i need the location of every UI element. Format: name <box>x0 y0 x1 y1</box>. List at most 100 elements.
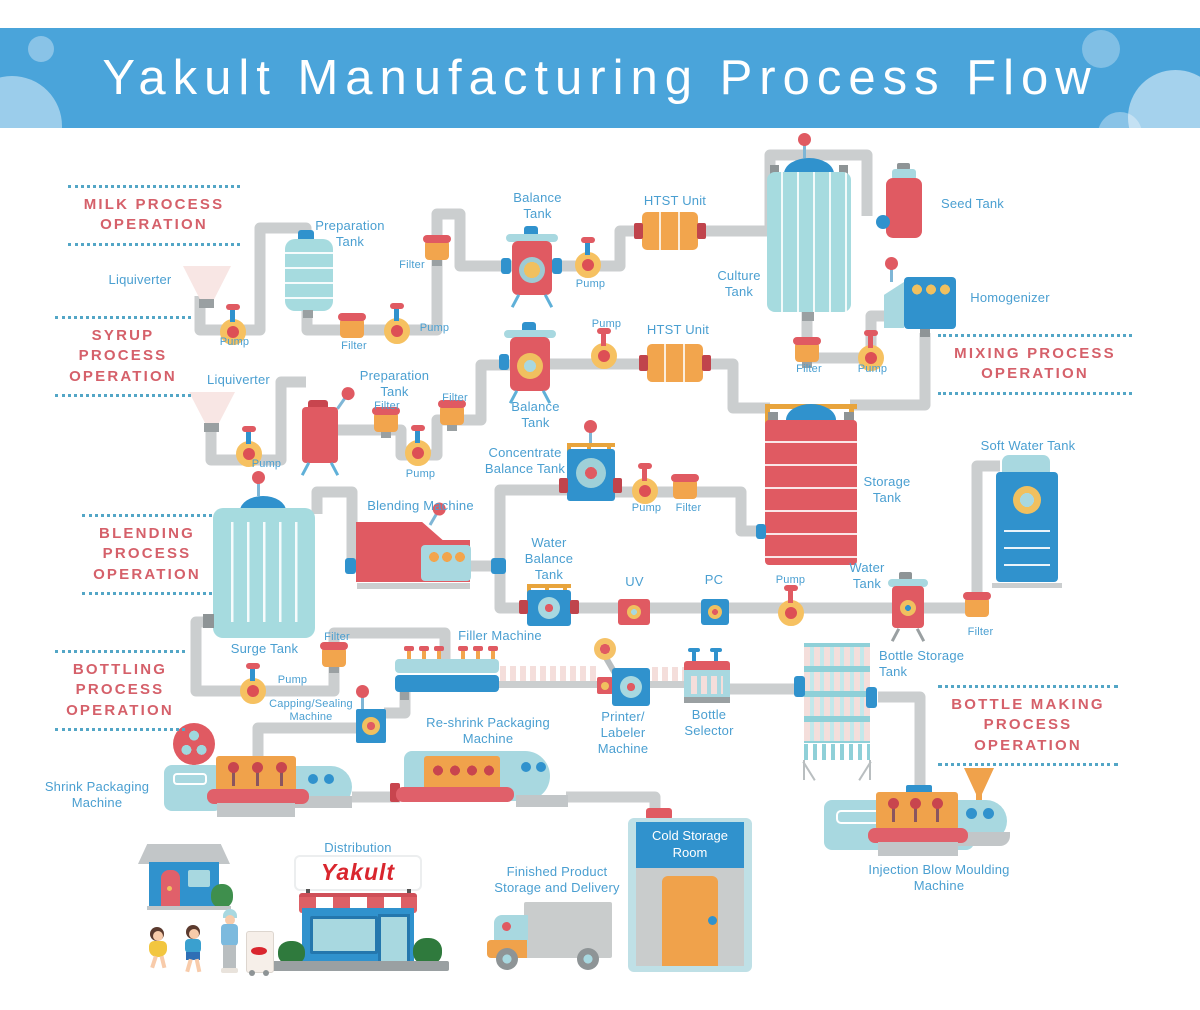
tank-stem <box>303 310 313 318</box>
section-bottle-making-process: BOTTLE MAKING PROCESS OPERATION <box>938 685 1118 766</box>
tank-legs <box>512 294 552 306</box>
machine-redbar <box>868 828 968 843</box>
machine-stem <box>920 329 930 337</box>
label-filter: Filter <box>967 626 994 638</box>
section-mixing-process: MIXING PROCESS OPERATION <box>938 334 1132 395</box>
storage-connector <box>794 676 805 697</box>
machine-dot <box>308 774 318 784</box>
label-filter: Filter <box>374 400 400 412</box>
valve-icon <box>885 257 898 282</box>
machine-dots <box>427 551 467 563</box>
machine-connector <box>345 558 356 574</box>
pump-icon <box>778 585 804 626</box>
pin-icon <box>910 798 921 822</box>
label-filter: Filter <box>675 502 702 514</box>
pump-icon <box>220 304 246 345</box>
bottle-row <box>804 722 870 741</box>
label-pc: PC <box>704 572 724 587</box>
dress <box>149 941 167 957</box>
house-roof <box>138 844 230 864</box>
tank-lines <box>1004 530 1050 574</box>
nozzle-icon <box>458 646 468 660</box>
machine-wheel <box>173 723 215 765</box>
filter-icon <box>671 474 699 499</box>
hopper-leg <box>869 760 871 780</box>
tank-base <box>992 583 1062 588</box>
tank-connector <box>501 258 511 274</box>
pin-icon <box>932 798 943 822</box>
yakult-logo: Yakult <box>320 859 396 885</box>
label-filter: Filter <box>324 631 350 643</box>
machine-base <box>217 803 295 817</box>
label-water-balance-tank: Water Balance Tank <box>524 535 574 582</box>
bottles-inside <box>691 676 723 694</box>
tank-window <box>576 458 606 488</box>
label-finished-product-storage: Finished Product Storage and Delivery <box>494 864 620 895</box>
bottles-on-conveyor <box>500 666 598 681</box>
machine-window <box>362 717 380 735</box>
tank-body <box>302 407 338 463</box>
tank-connector <box>844 412 854 421</box>
label-htst-unit-milk: HTST Unit <box>643 193 707 208</box>
tank-connector <box>552 258 562 274</box>
label-homogenizer: Homogenizer <box>970 290 1050 305</box>
selector-pipe <box>688 648 700 662</box>
shirt <box>185 939 201 953</box>
conveyor-belt <box>498 681 600 688</box>
pump-icon <box>240 663 266 704</box>
tank-cap <box>308 400 328 408</box>
store-sign: Yakult <box>296 857 420 889</box>
tank-window <box>900 600 916 616</box>
machine-dots <box>910 283 952 296</box>
section-syrup-process: SYRUP PROCESS OPERATION <box>55 316 191 397</box>
label-re-shrink-packaging-machine: Re-shrink Packaging Machine <box>426 715 550 746</box>
label-pump: Pump <box>591 318 622 330</box>
label-surge-tank: Surge Tank <box>230 641 299 656</box>
tank-connector <box>203 614 214 628</box>
machine-redbar <box>207 789 309 804</box>
label-pump: Pump <box>575 278 606 290</box>
store-bush <box>413 938 442 965</box>
tank-lid <box>892 169 916 180</box>
filter-icon <box>438 400 466 431</box>
tank-lid <box>888 579 928 587</box>
label-htst-unit-syrup: HTST Unit <box>646 322 710 337</box>
house-window <box>188 870 210 887</box>
pin-icon <box>228 762 239 786</box>
machine-top <box>395 659 499 673</box>
store-base <box>272 961 449 971</box>
machine-dots <box>430 764 496 777</box>
tank-cap <box>897 163 910 170</box>
filter-icon <box>338 313 366 338</box>
pipe <box>566 791 661 816</box>
label-pump: Pump <box>219 336 250 348</box>
truck-box <box>524 902 612 958</box>
label-storage-tank: Storage Tank <box>863 474 911 505</box>
label-pump: Pump <box>857 363 888 375</box>
tank-connector <box>570 600 579 614</box>
hopper-leg <box>803 760 805 780</box>
pipe <box>850 333 931 411</box>
machine-wedge <box>884 282 904 328</box>
filter-icon <box>793 337 821 368</box>
machine-topband <box>684 661 730 671</box>
section-milk-process: MILK PROCESS OPERATION <box>68 185 240 246</box>
label-filter: Filter <box>796 363 822 375</box>
pipe <box>568 460 1000 614</box>
htst-unit-illustration <box>639 344 711 382</box>
tank-cap <box>298 230 314 240</box>
tank-dome <box>240 496 286 511</box>
tank-cap <box>899 572 912 580</box>
pump-icon <box>236 426 262 467</box>
machine-window <box>708 605 722 619</box>
machine-dot <box>983 808 994 819</box>
label-filter: Filter <box>399 259 425 271</box>
label-uv: UV <box>625 574 644 589</box>
pump-icon <box>575 237 601 278</box>
bubble-decoration <box>1098 112 1142 128</box>
label-water-tank: Water Tank <box>849 560 885 591</box>
label-balance-tank-milk: Balance Tank <box>513 190 562 221</box>
face <box>189 929 199 939</box>
sign-leg <box>407 889 411 894</box>
face <box>153 931 163 941</box>
